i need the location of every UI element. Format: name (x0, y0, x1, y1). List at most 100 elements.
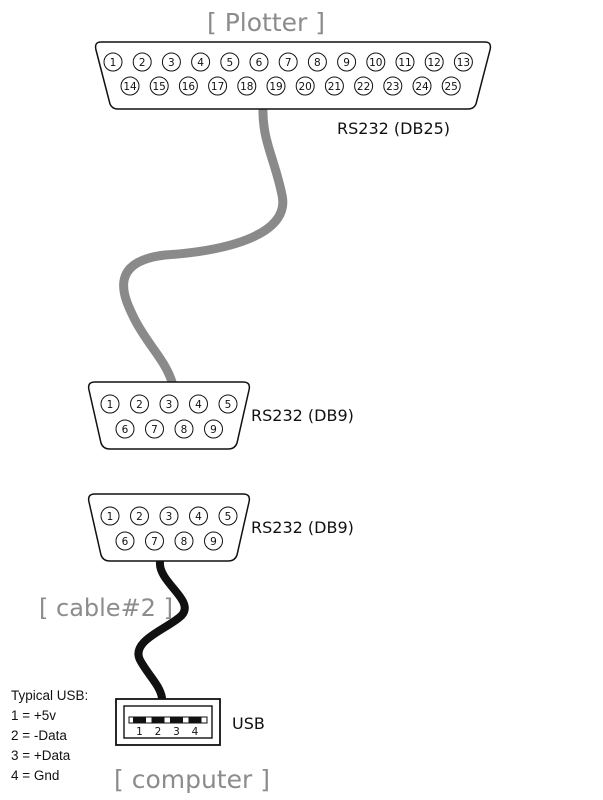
usb-note-heading: Typical USB: (11, 688, 88, 703)
pin-circle (441, 76, 461, 96)
pin-circle (120, 76, 140, 96)
pin-circle (178, 76, 198, 96)
pin-circle (366, 52, 386, 72)
pin-circle (278, 52, 298, 72)
pin-circle (174, 419, 194, 439)
cable-2 (134, 558, 189, 702)
pin-number: 9 (210, 424, 217, 436)
db25-shell (94, 41, 492, 110)
pin-number: 3 (166, 511, 173, 523)
db9-top-label: RS232 (DB9) (251, 406, 354, 425)
pin-circle (295, 76, 315, 96)
pin-circle (237, 76, 257, 96)
pin-number: 6 (122, 424, 129, 436)
pin-circle (266, 76, 286, 96)
pin-circle (145, 419, 164, 439)
pin-circle (145, 531, 164, 551)
pin-circle (174, 531, 194, 551)
pin-number: 14 (123, 81, 137, 93)
pin-number: 3 (168, 57, 175, 69)
computer-label: [ computer ] (114, 765, 270, 794)
pin-circle (132, 52, 152, 72)
usb-note-line: 4 = Gnd (11, 768, 59, 783)
pin-number: 9 (210, 536, 217, 548)
db9-bottom-label: RS232 (DB9) (251, 518, 354, 537)
pin-number: 23 (386, 81, 399, 93)
pin-number: 16 (182, 81, 196, 93)
usb-pin-number: 2 (155, 726, 162, 738)
pin-number: 12 (428, 57, 441, 69)
pin-number: 24 (415, 81, 429, 93)
pin-number: 10 (369, 57, 382, 69)
pin-circle (100, 506, 120, 526)
pin-circle (412, 76, 432, 96)
pin-circle (191, 52, 211, 72)
usb-pin-number: 4 (192, 726, 199, 738)
pin-circle (324, 76, 344, 96)
usb-note-line: 3 = +Data (11, 748, 71, 763)
pin-number: 4 (195, 511, 202, 523)
pin-number: 2 (136, 399, 143, 411)
usb-pin-number: 1 (136, 726, 143, 738)
pin-number: 25 (445, 81, 458, 93)
usb-contact-bar (128, 716, 208, 724)
pin-circle (354, 76, 374, 96)
pin-number: 22 (357, 81, 370, 93)
pin-number: 6 (256, 57, 263, 69)
pin-number: 7 (285, 57, 292, 69)
pin-number: 2 (139, 57, 146, 69)
usb-pin-contact (170, 717, 183, 723)
pin-circle (220, 52, 240, 72)
pin-circle (218, 506, 238, 526)
pin-number: 4 (195, 399, 202, 411)
pin-circle (218, 394, 238, 414)
usb-pin-contact (188, 717, 202, 723)
pin-number: 21 (328, 81, 341, 93)
pin-number: 8 (181, 536, 188, 548)
pin-circle (204, 419, 223, 439)
pin-circle (337, 52, 357, 72)
pin-number: 8 (181, 424, 188, 436)
pin-number: 2 (136, 511, 143, 523)
pin-circle (383, 76, 403, 96)
pin-number: 20 (299, 81, 312, 93)
pin-circle (103, 52, 123, 72)
pin-circle (159, 394, 179, 414)
pin-number: 18 (240, 81, 253, 93)
pin-circle (453, 52, 473, 72)
db9-top-shell (87, 381, 251, 450)
usb-note-line: 2 = -Data (11, 728, 67, 743)
pin-circle (100, 394, 120, 414)
usb-label: USB (232, 714, 265, 733)
usb-note-line: 1 = +5v (11, 708, 56, 723)
db25-label: RS232 (DB25) (337, 119, 450, 138)
pin-number: 7 (151, 424, 158, 436)
pin-circle (161, 52, 181, 72)
pin-circle (208, 76, 228, 96)
pin-number: 5 (225, 511, 232, 523)
pin-number: 11 (398, 57, 411, 69)
usb-pin-contact (133, 717, 146, 723)
pin-number: 8 (314, 57, 321, 69)
usb-pin-number: 3 (173, 726, 180, 738)
pin-number: 1 (107, 511, 114, 523)
pin-circle (130, 506, 149, 526)
pin-circle (130, 394, 149, 414)
pin-circle (395, 52, 415, 72)
db9-bottom-shell (87, 493, 251, 562)
pin-circle (189, 506, 208, 526)
pin-number: 7 (151, 536, 158, 548)
pin-circle (204, 531, 223, 551)
pin-circle (115, 419, 135, 439)
pin-number: 5 (225, 399, 232, 411)
cable2-label: [ cable#2 ] (39, 594, 173, 622)
pin-number: 5 (226, 57, 233, 69)
pin-number: 15 (153, 81, 166, 93)
pin-circle (149, 76, 169, 96)
usb-pin-contact (151, 717, 165, 723)
pin-number: 19 (269, 81, 282, 93)
pin-circle (159, 506, 179, 526)
